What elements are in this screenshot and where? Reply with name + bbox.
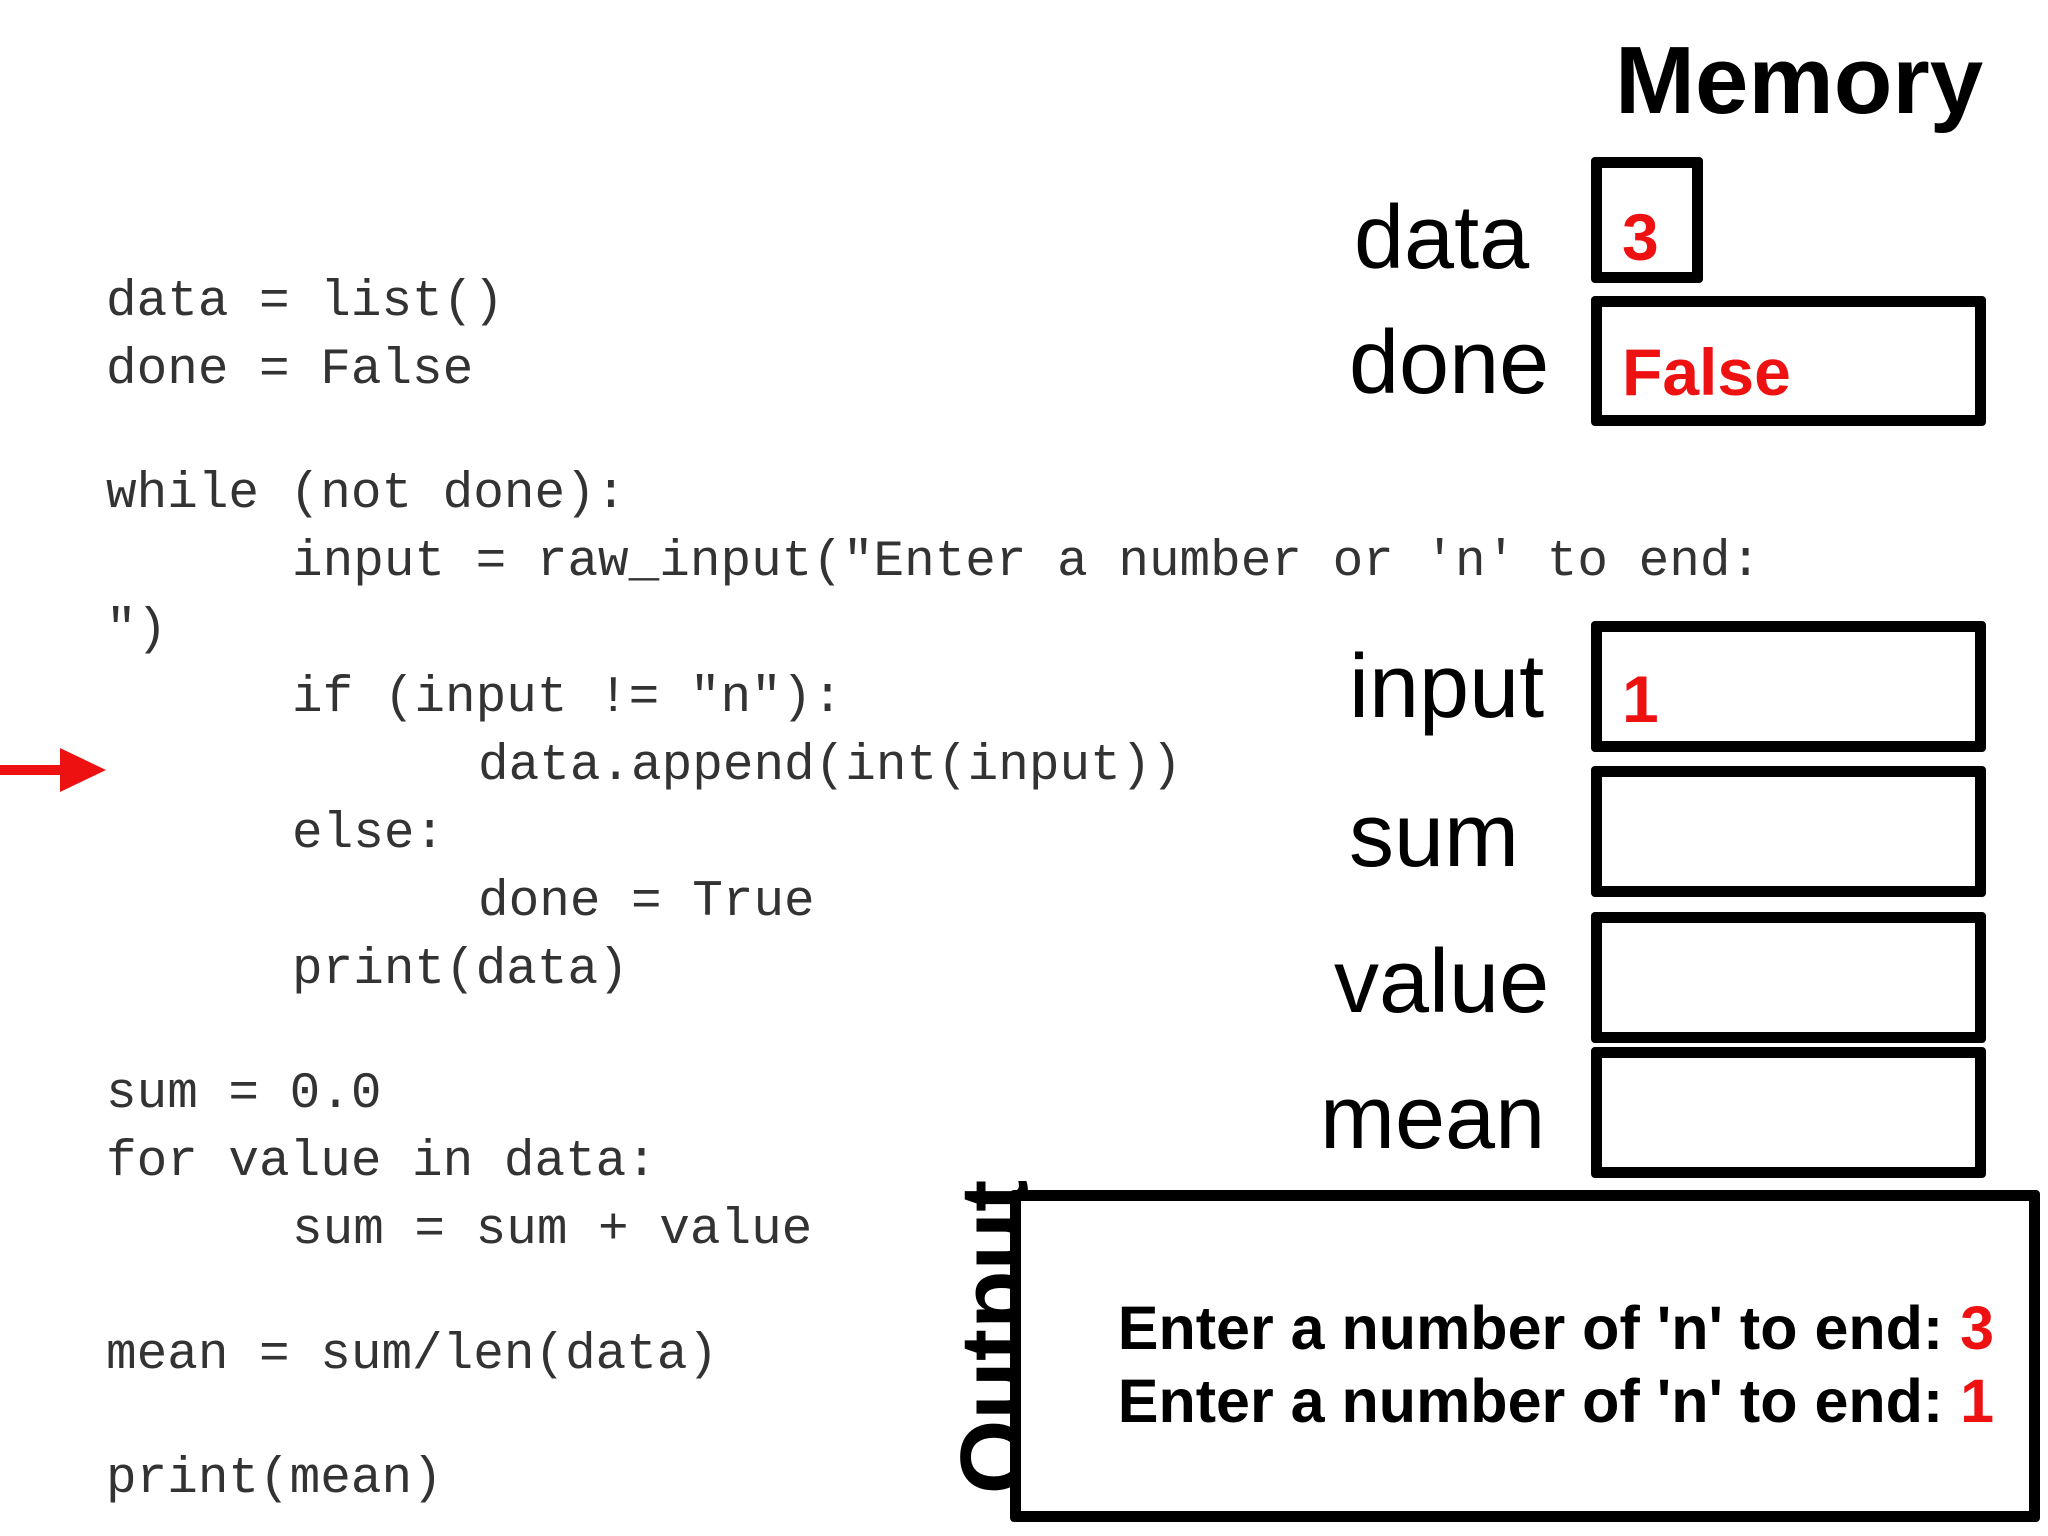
var-label-sum: sum <box>1349 786 1520 886</box>
var-label-data: data <box>1354 188 1530 288</box>
code-line: done = True <box>478 874 815 931</box>
output-input-value: 3 <box>1960 1294 1995 1362</box>
var-label-mean: mean <box>1320 1068 1546 1168</box>
var-value-input: 1 <box>1622 662 1659 736</box>
code-line: data = list() <box>106 274 504 331</box>
output-box: Enter a number of 'n' to end: 3 Enter a … <box>1010 1190 2040 1522</box>
var-box-input: 1 <box>1591 621 1986 752</box>
output-prompt: Enter a number of 'n' to end: <box>1117 1367 1961 1435</box>
code-line: if (input != "n"): <box>292 670 843 727</box>
var-value-data: 3 <box>1622 200 1659 274</box>
code-line: sum = sum + value <box>292 1202 813 1259</box>
var-box-done: False <box>1591 296 1986 426</box>
code-line: input = raw_input("Enter a number or 'n'… <box>292 534 1762 591</box>
output-input-value: 1 <box>1960 1367 1995 1435</box>
code-line: while (not done): <box>106 466 627 523</box>
code-line: done = False <box>106 342 474 399</box>
code-line: ") <box>106 602 168 659</box>
current-line-arrow-icon <box>0 748 106 792</box>
code-line-current: data.append(int(input)) <box>478 738 1182 795</box>
code-line: for value in data: <box>106 1134 657 1191</box>
var-label-done: done <box>1349 313 1550 413</box>
code-line: sum = 0.0 <box>106 1066 382 1123</box>
var-box-mean <box>1591 1047 1986 1178</box>
var-box-value <box>1591 912 1986 1043</box>
var-box-sum <box>1591 766 1986 897</box>
code-line: print(data) <box>292 942 629 999</box>
var-label-input: input <box>1349 637 1545 737</box>
var-label-value: value <box>1334 932 1550 1032</box>
output-prompt: Enter a number of 'n' to end: <box>1117 1294 1961 1362</box>
memory-title: Memory <box>1615 27 1984 134</box>
code-line: mean = sum/len(data) <box>106 1327 719 1384</box>
code-line: else: <box>292 806 446 863</box>
output-line: Enter a number of 'n' to end: 1 <box>1050 1310 1994 1493</box>
output-line: Enter a number of 'n' to end: 3 <box>1050 1237 1994 1420</box>
code-line: print(mean) <box>106 1451 443 1508</box>
var-value-done: False <box>1622 335 1791 409</box>
var-box-data: 3 <box>1591 157 1703 283</box>
